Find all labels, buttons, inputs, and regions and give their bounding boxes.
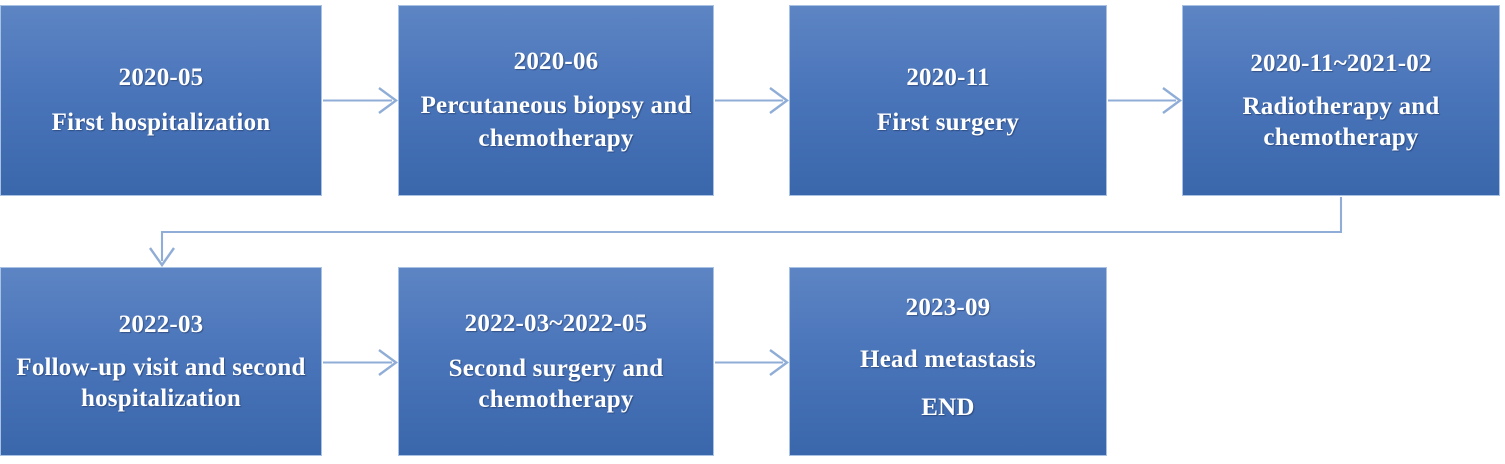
node-description: Second surgery and chemotherapy — [448, 354, 664, 413]
flow-node-second-surgery-chemotherapy[interactable]: 2022-03~2022-05 Second surgery and chemo… — [398, 267, 714, 456]
node-description: Follow-up visit and second hospitalizati… — [16, 353, 306, 412]
node-description: First surgery — [876, 108, 1020, 136]
connector-node2-to-node3 — [715, 87, 790, 114]
flow-node-head-metastasis-end[interactable]: 2023-09 Head metastasis END — [789, 267, 1107, 456]
node-description-end: END — [921, 393, 975, 421]
flow-node-first-surgery[interactable]: 2020-11 First surgery — [789, 5, 1107, 196]
connector-node6-to-node7 — [715, 349, 790, 376]
node-date: 2020-06 — [513, 47, 599, 75]
node-date: 2020-11~2021-02 — [1250, 50, 1432, 78]
node-date: 2022-03 — [118, 311, 204, 339]
node-date: 2022-03~2022-05 — [464, 310, 648, 338]
node-date: 2020-11 — [906, 64, 990, 91]
flow-node-radiotherapy-chemotherapy[interactable]: 2020-11~2021-02 Radiotherapy and chemoth… — [1182, 5, 1500, 196]
node-description: Head metastasis — [860, 346, 1036, 374]
node-description: Percutaneous biopsy and chemotherapy — [420, 92, 692, 152]
connector-node5-to-node6 — [323, 349, 399, 376]
node-date: 2020-05 — [118, 64, 204, 91]
flow-node-percutaneous-biopsy-chemotherapy[interactable]: 2020-06 Percutaneous biopsy and chemothe… — [398, 5, 714, 196]
flow-node-followup-second-hospitalization[interactable]: 2022-03 Follow-up visit and second hospi… — [0, 267, 322, 456]
connector-node3-to-node4 — [1108, 87, 1183, 114]
connector-node1-to-node2 — [323, 87, 399, 114]
node-description: First hospitalization — [51, 108, 271, 136]
connector-node4-to-node5 — [149, 197, 1343, 268]
node-date: 2023-09 — [905, 293, 991, 321]
flow-node-first-hospitalization[interactable]: 2020-05 First hospitalization — [0, 5, 322, 196]
node-description: Radiotherapy and chemotherapy — [1242, 92, 1440, 151]
